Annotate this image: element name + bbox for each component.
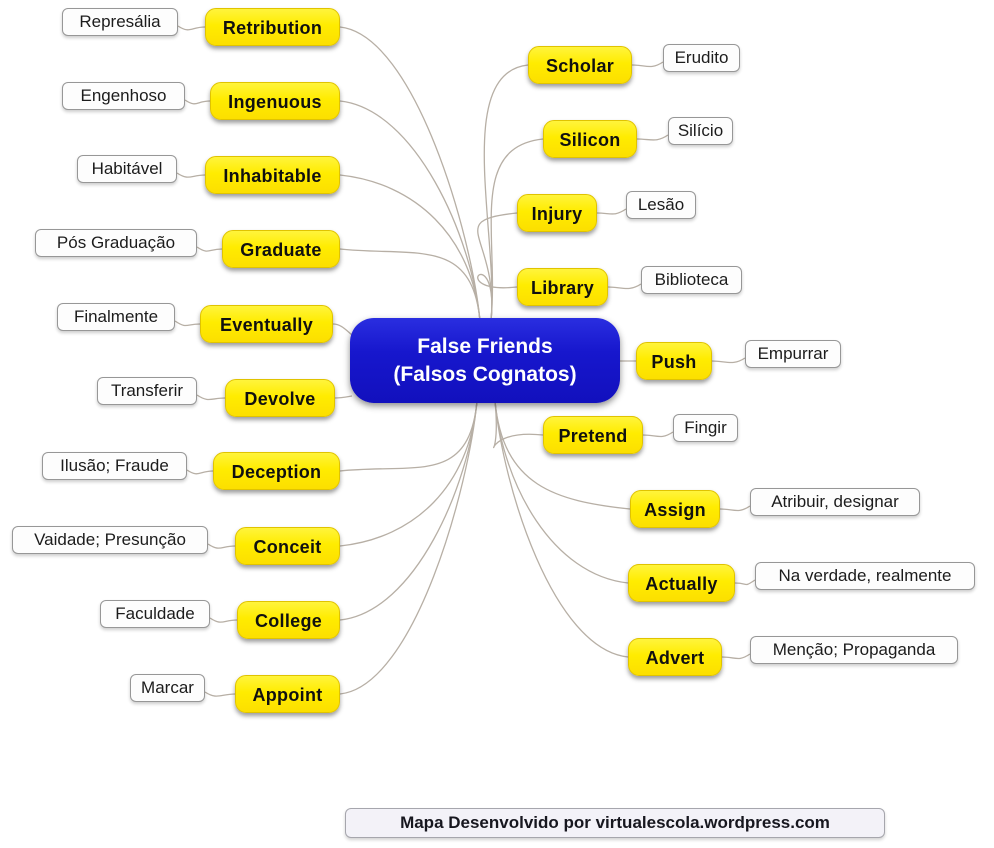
translation-label-pos-graduacao: Pós Graduação (35, 229, 197, 257)
word-node-silicon: Silicon (543, 120, 637, 158)
word-node-actually: Actually (628, 564, 735, 602)
translation-label-na-verdade-realmente: Na verdade, realmente (755, 562, 975, 590)
word-node-assign: Assign (630, 490, 720, 528)
central-topic-title: False Friends (417, 334, 553, 358)
translation-label-erudito: Erudito (663, 44, 740, 72)
word-node-push: Push (636, 342, 712, 380)
translation-label-lesao: Lesão (626, 191, 696, 219)
translation-label-atribuir-designar: Atribuir, designar (750, 488, 920, 516)
word-node-devolve: Devolve (225, 379, 335, 417)
word-node-advert: Advert (628, 638, 722, 676)
word-node-appoint: Appoint (235, 675, 340, 713)
translation-label-mencao-propaganda: Menção; Propaganda (750, 636, 958, 664)
word-node-college: College (237, 601, 340, 639)
translation-label-fingir: Fingir (673, 414, 738, 442)
translation-label-transferir: Transferir (97, 377, 197, 405)
translation-label-empurrar: Empurrar (745, 340, 841, 368)
translation-label-marcar: Marcar (130, 674, 205, 702)
map-credit-banner: Mapa Desenvolvido por virtualescola.word… (345, 808, 885, 838)
word-node-deception: Deception (213, 452, 340, 490)
translation-label-habitavel: Habitável (77, 155, 177, 183)
translation-label-engenhoso: Engenhoso (62, 82, 185, 110)
translation-label-ilusao-fraude: Ilusão; Fraude (42, 452, 187, 480)
word-node-injury: Injury (517, 194, 597, 232)
word-node-graduate: Graduate (222, 230, 340, 268)
translation-label-silicio: Silício (668, 117, 733, 145)
word-node-library: Library (517, 268, 608, 306)
word-node-pretend: Pretend (543, 416, 643, 454)
translation-label-represalia: Represália (62, 8, 178, 36)
translation-label-biblioteca: Biblioteca (641, 266, 742, 294)
word-node-inhabitable: Inhabitable (205, 156, 340, 194)
word-node-retribution: Retribution (205, 8, 340, 46)
word-node-conceit: Conceit (235, 527, 340, 565)
word-node-scholar: Scholar (528, 46, 632, 84)
translation-label-vaidade-presuncao: Vaidade; Presunção (12, 526, 208, 554)
word-node-ingenuous: Ingenuous (210, 82, 340, 120)
translation-label-faculdade: Faculdade (100, 600, 210, 628)
central-topic-node: False Friends (Falsos Cognatos) (350, 318, 620, 403)
word-node-eventually: Eventually (200, 305, 333, 343)
translation-label-finalmente: Finalmente (57, 303, 175, 331)
central-topic-subtitle: (Falsos Cognatos) (393, 362, 577, 386)
